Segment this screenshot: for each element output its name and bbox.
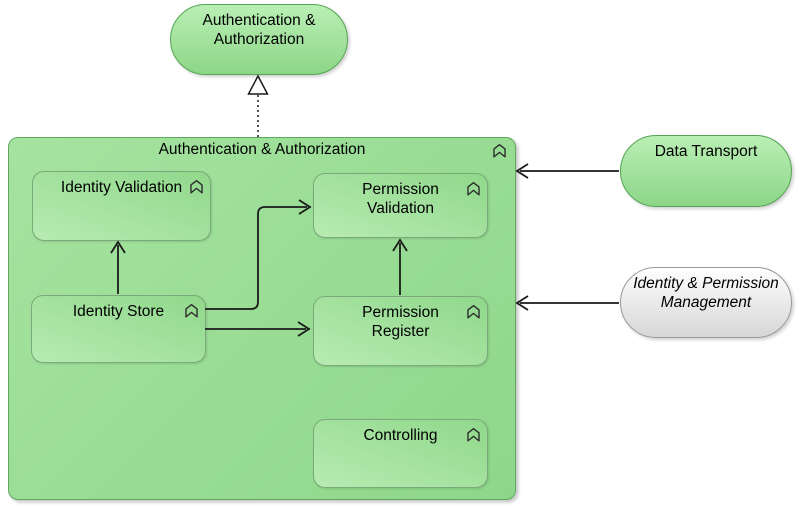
realization-connector <box>247 74 269 137</box>
node-permission-register[interactable]: Permission Register <box>313 296 488 366</box>
function-icon <box>465 180 482 197</box>
node-permission-validation[interactable]: Permission Validation <box>313 173 488 238</box>
function-icon <box>183 302 200 319</box>
node-label: Data Transport <box>654 143 758 160</box>
arrow-identity-permission-management-to-container <box>515 295 619 311</box>
node-authentication-authorization-container[interactable]: Authentication & Authorization Identity … <box>8 137 516 500</box>
node-label: Identity Store <box>72 303 165 320</box>
node-label: Controlling <box>363 427 438 444</box>
arrow-data-transport-to-container <box>515 163 619 179</box>
function-icon <box>465 303 482 320</box>
node-label: Identity Validation <box>60 179 183 196</box>
node-label: Authentication & Authorization <box>202 12 316 48</box>
node-label: Identity & Permission Management <box>633 275 779 311</box>
node-authentication-authorization-service[interactable]: Authentication & Authorization <box>170 4 348 75</box>
node-identity-validation[interactable]: Identity Validation <box>32 171 211 241</box>
container-title: Authentication & Authorization <box>158 141 366 158</box>
node-controlling[interactable]: Controlling <box>313 419 488 488</box>
node-identity-store[interactable]: Identity Store <box>31 295 206 363</box>
node-label: Permission Validation <box>362 181 439 217</box>
node-identity-permission-management[interactable]: Identity & Permission Management <box>620 267 792 338</box>
node-data-transport[interactable]: Data Transport <box>620 135 792 207</box>
function-icon <box>491 142 508 159</box>
node-label: Permission Register <box>362 304 439 340</box>
function-icon <box>465 426 482 443</box>
function-icon <box>188 178 205 195</box>
